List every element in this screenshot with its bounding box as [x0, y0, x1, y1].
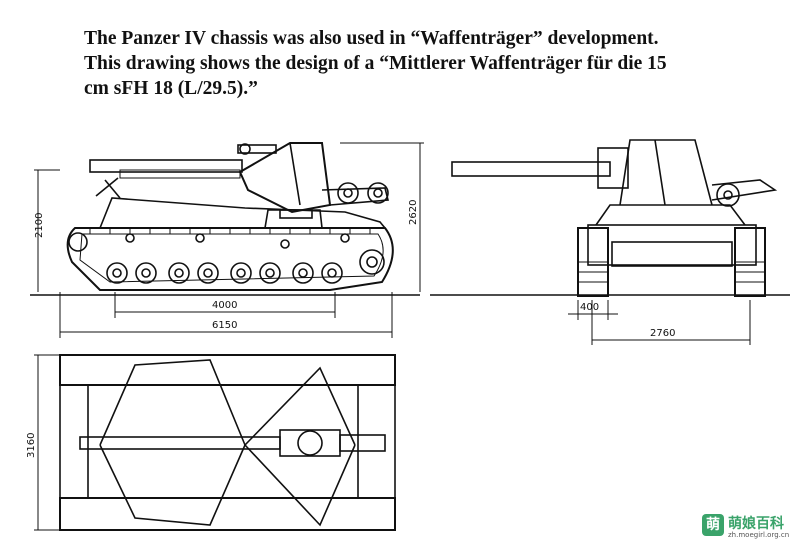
watermark: 萌 萌娘百科 zh.moegirl.org.cn [700, 512, 794, 546]
top-view [34, 354, 396, 531]
caption-line-2: This drawing shows the design of a “Mitt… [84, 53, 667, 74]
dim-overall-width: 2760 [650, 328, 675, 339]
caption-line-1: The Panzer IV chassis was also used in “… [84, 28, 659, 49]
watermark-title: 萌娘百科 [728, 516, 784, 532]
dim-height-left: 2100 [34, 213, 45, 238]
front-view [430, 139, 790, 345]
caption: The Panzer IV chassis was also used in “… [84, 26, 724, 101]
dim-height-right: 2620 [408, 200, 419, 225]
dim-track-width: 400 [580, 302, 599, 313]
side-view [30, 142, 424, 338]
watermark-url: zh.moegirl.org.cn [728, 531, 790, 539]
dim-wheelbase: 4000 [212, 300, 237, 311]
dim-top-width: 3160 [26, 433, 37, 458]
watermark-logo: 萌 [702, 514, 724, 536]
caption-line-3: cm sFH 18 (L/29.5).” [84, 78, 258, 99]
dim-overall-length: 6150 [212, 320, 237, 331]
